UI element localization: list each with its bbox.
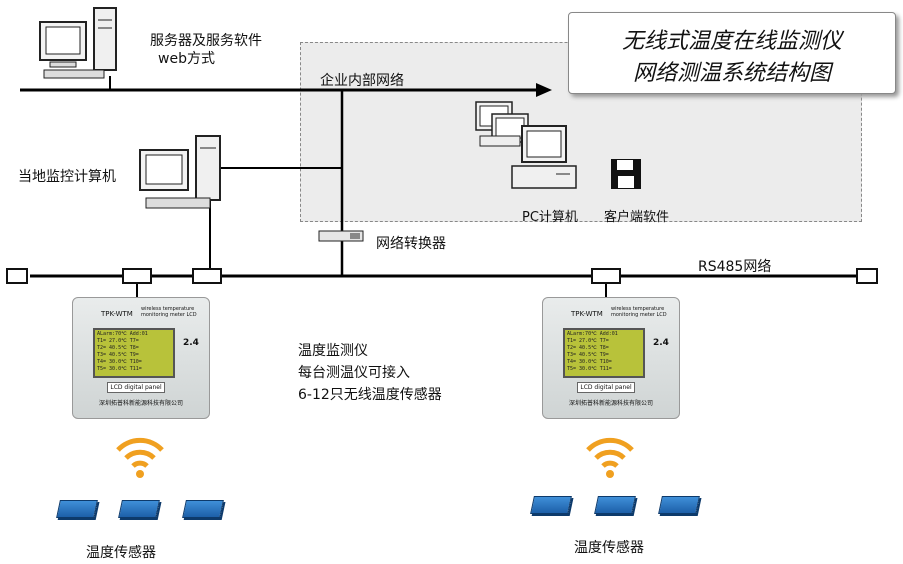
sensor-label-right: 温度传感器: [574, 540, 644, 556]
device-maker: 深圳拓普科新能源科技有限公司: [568, 400, 653, 407]
device-freq: 2.4: [183, 338, 199, 348]
title-line-1: 无线式温度在线监测仪: [621, 29, 842, 54]
monitor-device-right: TPK-WTM wireless temperature monitoring …: [542, 297, 680, 419]
monitor-desc-line-2: 每台测温仪可接入: [298, 365, 410, 381]
bus-end-right: [856, 268, 878, 284]
rs485-label: RS485网络: [698, 259, 772, 275]
temperature-sensor: [118, 500, 160, 518]
wifi-signal-icon: [586, 437, 634, 478]
client-software-label: 客户端软件: [604, 210, 670, 225]
device-subtitle: wireless temperature monitoring meter LC…: [611, 306, 667, 318]
monitor-desc-line-1: 温度监测仪: [298, 343, 368, 359]
server-label: 服务器及服务软件: [150, 33, 262, 49]
temperature-sensor: [658, 496, 700, 514]
enterprise-bus-arrow: [536, 83, 552, 97]
pc-label: PC计算机: [522, 210, 578, 225]
server-computer-icon: [39, 7, 117, 79]
sensor-label-left: 温度传感器: [86, 545, 156, 561]
wifi-signal-icon: [116, 437, 164, 478]
device-panel-label: LCD digital panel: [577, 382, 635, 393]
device-lcd: ALarm:70℃ Add:01 T1= 27.0℃ T7= T2= 40.5℃…: [93, 328, 175, 378]
monitor-device-left: TPK-WTM wireless temperature monitoring …: [72, 297, 210, 419]
device-model: TPK-WTM: [571, 310, 603, 318]
device-maker: 深圳拓普科新能源科技有限公司: [98, 400, 183, 407]
bus-end-left: [6, 268, 28, 284]
pc-cluster-icon: [475, 101, 577, 189]
server-sub-label: web方式: [158, 51, 215, 67]
monitor-desc-line-3: 6-12只无线温度传感器: [298, 387, 442, 403]
bus-tap-right-device: [591, 268, 621, 284]
bus-tap-left-device: [122, 268, 152, 284]
title-line-2: 网络测温系统结构图: [632, 61, 831, 86]
enterprise-network-label: 企业内部网络: [320, 73, 404, 89]
bus-tap-local-pc: [192, 268, 222, 284]
title-box: 无线式温度在线监测仪 网络测温系统结构图: [568, 12, 896, 94]
device-panel-label: LCD digital panel: [107, 382, 165, 393]
local-pc-label: 当地监控计算机: [18, 169, 116, 185]
device-lcd: ALarm:70℃ Add:01 T1= 27.0℃ T7= T2= 40.5℃…: [563, 328, 645, 378]
temperature-sensor: [56, 500, 98, 518]
temperature-sensor: [182, 500, 224, 518]
network-switch-icon: [318, 230, 364, 242]
floppy-disk-icon: [611, 159, 641, 189]
device-model: TPK-WTM: [101, 310, 133, 318]
local-pc-icon: [139, 135, 221, 209]
device-subtitle: wireless temperature monitoring meter LC…: [141, 306, 197, 318]
switch-label: 网络转换器: [376, 236, 446, 252]
device-freq: 2.4: [653, 338, 669, 348]
temperature-sensor: [530, 496, 572, 514]
temperature-sensor: [594, 496, 636, 514]
